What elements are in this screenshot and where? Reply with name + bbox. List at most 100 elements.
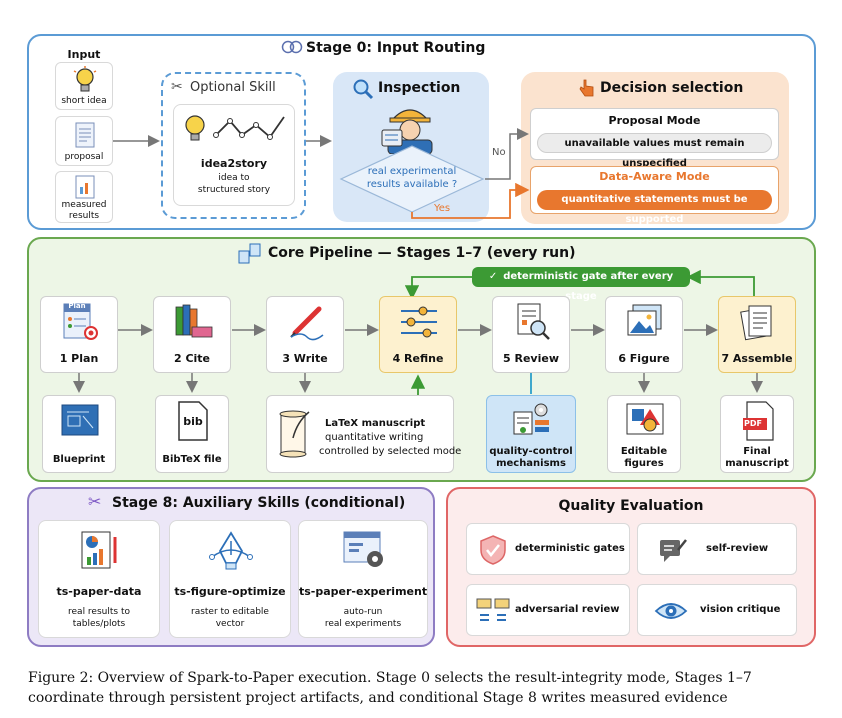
- output-label: Final: [743, 446, 771, 457]
- skill-desc: vector: [215, 619, 245, 629]
- chart-document-icon: [75, 175, 95, 199]
- stage-box-refine: 4 Refine: [379, 296, 457, 373]
- idea2story-desc: idea to: [218, 173, 250, 183]
- proposal-mode-note: unavailable values must remain unspecifi…: [537, 133, 772, 169]
- quality-item-label: vision critique: [700, 604, 781, 615]
- skill-name: ts-paper-experiment: [299, 585, 428, 598]
- documents-icon: [740, 305, 772, 341]
- quality-item-label: adversarial review: [515, 604, 620, 615]
- review-icon: [517, 303, 550, 340]
- input-label: measured: [61, 200, 107, 210]
- shapes-icon: [626, 403, 664, 435]
- pointer-hand-icon: [579, 79, 594, 97]
- stage-label: 1 Plan: [59, 352, 99, 365]
- lightbulb-icon: [73, 66, 97, 92]
- skill-name: ts-figure-optimize: [174, 585, 286, 598]
- stage-label: 2 Cite: [173, 352, 211, 365]
- stage-box-assemble: 7 Assemble: [718, 296, 796, 373]
- skill-ts-paper-experiment: ts-paper-experiment auto-run real experi…: [298, 520, 428, 638]
- latex-line: quantitative writing: [325, 432, 424, 443]
- gate-label: deterministic gate after every stage: [503, 271, 674, 302]
- bib-file-text: bib: [183, 415, 203, 428]
- stage-box-plan: Plan 1 Plan: [40, 296, 118, 373]
- pdf-file-icon: [743, 401, 774, 441]
- idea-to-story-icon: [185, 115, 285, 141]
- shield-check-icon: [480, 535, 506, 565]
- quality-item-label: self-review: [706, 543, 769, 554]
- shield-check-icon: ✓: [488, 271, 498, 282]
- plan-icon: [63, 303, 98, 340]
- output-label: quality-control: [489, 446, 573, 457]
- output-latex: LaTeX manuscript quantitative writing co…: [266, 395, 461, 473]
- chat-edit-icon: [660, 539, 687, 562]
- skill-desc: real experiments: [324, 619, 402, 629]
- input-label: results: [68, 211, 100, 221]
- output-label: Blueprint: [52, 454, 106, 465]
- stage-label: 5 Review: [503, 352, 559, 365]
- output-bibtex: bib BibTeX file: [155, 395, 229, 473]
- latex-title: LaTeX manuscript: [325, 418, 426, 429]
- data-aware-mode-note: quantitative statements must be supporte…: [537, 190, 772, 225]
- skill-desc: tables/plots: [72, 619, 126, 629]
- stage8-title: Stage 8: Auxiliary Skills (conditional): [112, 495, 406, 511]
- stage0-connectors: [113, 128, 530, 219]
- input-proposal: proposal: [55, 116, 113, 166]
- output-final-manuscript: PDF Final manuscript: [720, 395, 794, 473]
- stage-box-figure: 6 Figure: [605, 296, 683, 373]
- plan-badge: Plan: [68, 302, 86, 310]
- chart-report-icon: [81, 531, 117, 569]
- magnifier-icon: [353, 79, 374, 100]
- stage-box-cite: 2 Cite: [153, 296, 231, 373]
- pdf-file-text: PDF: [744, 419, 762, 428]
- blueprint-icon: [61, 404, 99, 436]
- output-label: manuscript: [725, 458, 789, 469]
- bib-file-icon: [178, 401, 208, 441]
- routing-icon: [281, 40, 303, 54]
- skill-desc: raster to editable: [191, 607, 269, 617]
- yes-label: Yes: [434, 203, 451, 214]
- inspection-title: Inspection: [378, 80, 461, 96]
- idea2story-name: idea2story: [200, 157, 268, 170]
- inspection-question: results available ?: [366, 179, 458, 190]
- quality-deterministic-gates: deterministic gates: [466, 523, 630, 575]
- figure-caption-line: Figure 2: Overview of Spark-to-Paper exe…: [28, 670, 752, 686]
- data-aware-mode-title: Data-Aware Mode: [599, 170, 710, 183]
- images-icon: [627, 304, 662, 336]
- quality-vision-critique: vision critique: [637, 584, 797, 636]
- stage-label: 7 Assemble: [721, 352, 793, 365]
- no-label: No: [492, 147, 506, 158]
- output-editable-figures: Editable figures: [607, 395, 681, 473]
- skill-ts-figure-optimize: ts-figure-optimize raster to editable ve…: [169, 520, 291, 638]
- core-pipeline-title: Core Pipeline — Stages 1–7 (every run): [268, 245, 576, 261]
- gate-connectors: [73, 269, 763, 395]
- quality-adversarial-review: adversarial review: [466, 584, 630, 636]
- tools-icon: ✂: [88, 492, 102, 511]
- stage-label: 4 Refine: [392, 352, 444, 365]
- input-label: proposal: [64, 152, 104, 162]
- skill-desc: real results to: [68, 607, 130, 617]
- inspection-question: real experimental: [367, 166, 457, 177]
- output-blueprint: Blueprint: [42, 395, 116, 473]
- stage-box-write: 3 Write: [266, 296, 344, 373]
- stage-box-review: 5 Review: [492, 296, 570, 373]
- tools-icon: ✂: [171, 79, 183, 95]
- quality-self-review: self-review: [637, 523, 797, 575]
- idea2story-card: idea2story idea to structured story: [173, 104, 295, 206]
- browser-gear-icon: [343, 531, 383, 567]
- sliders-icon: [401, 306, 437, 338]
- skill-ts-paper-data: ts-paper-data real results to tables/plo…: [38, 520, 160, 638]
- input-short-idea: short idea: [55, 62, 113, 110]
- output-label: BibTeX file: [162, 454, 222, 465]
- input-label: short idea: [61, 96, 107, 106]
- stage-label: 3 Write: [282, 352, 328, 365]
- pipeline-icon: [238, 243, 261, 264]
- output-label: mechanisms: [496, 458, 566, 469]
- quality-item-label: deterministic gates: [515, 543, 625, 554]
- gear-checklist-icon: [513, 403, 549, 435]
- skill-name: ts-paper-data: [56, 585, 142, 598]
- stage-label: 6 Figure: [618, 352, 670, 365]
- debate-icon: [476, 598, 510, 621]
- optional-skill-title: Optional Skill: [190, 80, 276, 95]
- input-title: Input: [67, 48, 101, 61]
- proposal-mode-title: Proposal Mode: [608, 114, 701, 127]
